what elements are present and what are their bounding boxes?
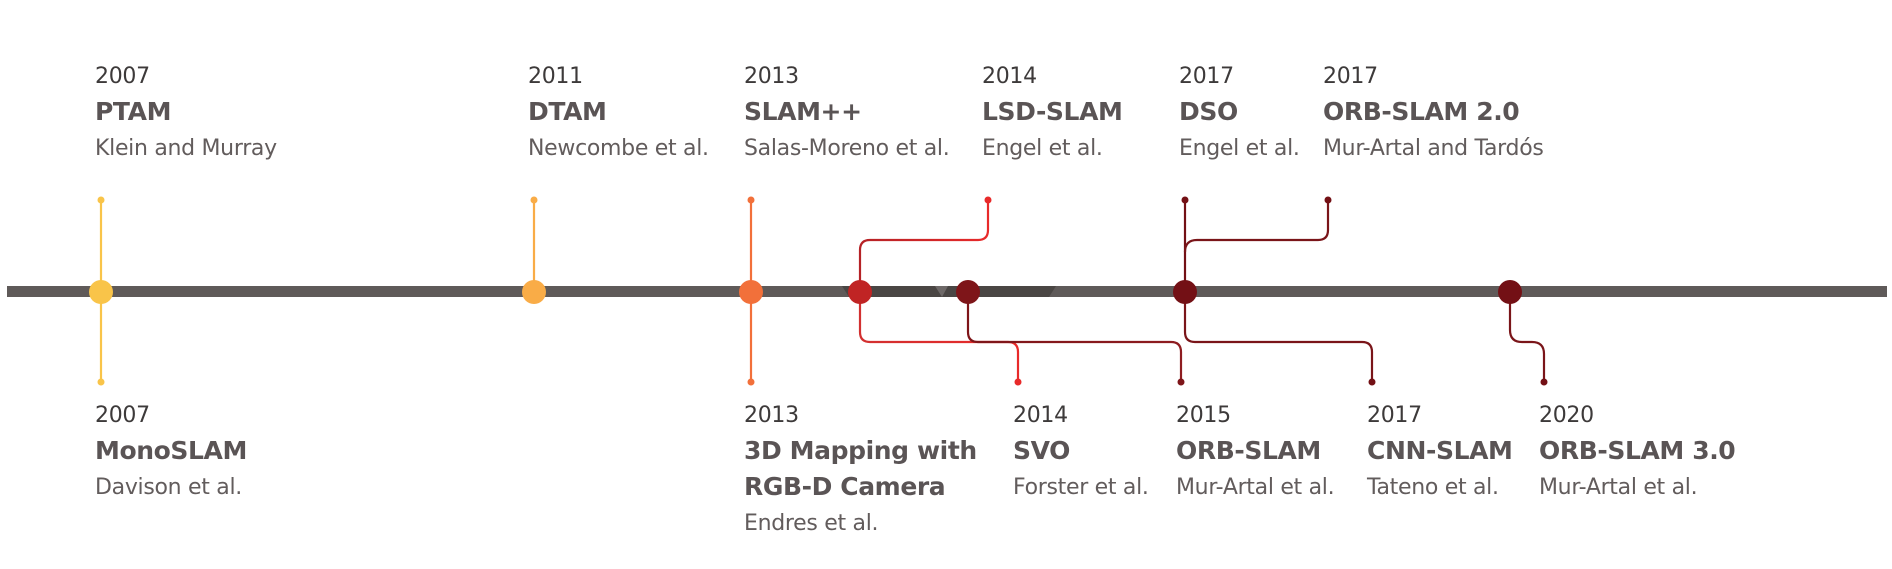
- event-authors: Newcombe et al.: [528, 136, 709, 161]
- connector-orb-slam-3: [1508, 292, 1546, 382]
- event-title: ORB-SLAM 2.0: [1323, 97, 1520, 126]
- event-title: DTAM: [528, 97, 607, 126]
- connector-orb-slam: [966, 292, 1183, 382]
- connector-lsd-slam: [858, 200, 990, 292]
- event-year: 2011: [528, 64, 583, 89]
- event-year: 2014: [982, 64, 1037, 89]
- endpoint-svo: [1014, 378, 1022, 386]
- endpoint-monoslam: [97, 378, 105, 386]
- event-title: SVO: [1013, 436, 1070, 465]
- endpoint-orb-slam-3: [1540, 378, 1548, 386]
- event-ptam: 2007 PTAM Klein and Murray: [95, 64, 277, 164]
- endpoint-ptam: [97, 196, 105, 204]
- event-cnn-slam: 2017 CNN-SLAM Tateno et al.: [1367, 403, 1513, 503]
- event-authors: Mur-Artal et al.: [1176, 475, 1335, 500]
- endpoint-orb-slam-2: [1324, 196, 1332, 204]
- timeline-nodes: [89, 280, 1522, 304]
- event-3d-mapping: 2013 3D Mapping with RGB-D Camera Endres…: [744, 403, 977, 539]
- node-2017: [1173, 280, 1197, 304]
- node-2011: [522, 280, 546, 304]
- event-title: SLAM++: [744, 97, 862, 126]
- node-2013: [739, 280, 763, 304]
- event-title-line1: 3D Mapping with: [744, 436, 977, 465]
- event-authors: Mur-Artal et al.: [1539, 475, 1698, 500]
- connector-cnn-slam: [1183, 292, 1374, 382]
- event-year: 2014: [1013, 403, 1068, 428]
- event-year: 2017: [1179, 64, 1234, 89]
- event-dtam: 2011 DTAM Newcombe et al.: [528, 64, 709, 164]
- event-title-line2: RGB-D Camera: [744, 472, 946, 501]
- event-dso: 2017 DSO Engel et al.: [1179, 64, 1300, 164]
- event-slampp: 2013 SLAM++ Salas-Moreno et al.: [744, 64, 950, 164]
- event-title: CNN-SLAM: [1367, 436, 1513, 465]
- endpoint-dtam: [530, 196, 538, 204]
- connector-orb-slam-2: [1183, 200, 1330, 253]
- endpoint-dso: [1181, 196, 1189, 204]
- event-authors: Tateno et al.: [1367, 475, 1499, 500]
- event-authors: Mur-Artal and Tardós: [1323, 136, 1544, 161]
- event-title: DSO: [1179, 97, 1238, 126]
- timeline-axis: [7, 286, 1887, 297]
- event-authors: Endres et al.: [744, 511, 879, 536]
- event-authors: Klein and Murray: [95, 136, 277, 161]
- endpoint-3dmapping: [747, 378, 755, 386]
- event-title: PTAM: [95, 97, 172, 126]
- event-title: MonoSLAM: [95, 436, 247, 465]
- endpoint-orb-slam: [1177, 378, 1185, 386]
- event-authors: Davison et al.: [95, 475, 242, 500]
- node-2020: [1498, 280, 1522, 304]
- node-2007: [89, 280, 113, 304]
- node-2014: [848, 280, 872, 304]
- event-svo: 2014 SVO Forster et al.: [1013, 403, 1149, 503]
- event-authors: Forster et al.: [1013, 475, 1149, 500]
- event-year: 2013: [744, 64, 799, 89]
- endpoint-cnn-slam: [1368, 378, 1376, 386]
- event-year: 2013: [744, 403, 799, 428]
- event-lsd-slam: 2014 LSD-SLAM Engel et al.: [982, 64, 1123, 164]
- event-title: ORB-SLAM: [1176, 436, 1321, 465]
- event-orb-slam: 2015 ORB-SLAM Mur-Artal et al.: [1176, 403, 1335, 503]
- event-year: 2007: [95, 64, 150, 89]
- event-authors: Engel et al.: [982, 136, 1103, 161]
- event-year: 2007: [95, 403, 150, 428]
- event-year: 2020: [1539, 403, 1594, 428]
- event-title: 3D Mapping with RGB-D Camera: [744, 433, 977, 505]
- endpoint-slampp: [747, 196, 755, 204]
- node-2015: [956, 280, 980, 304]
- event-title: LSD-SLAM: [982, 97, 1123, 126]
- event-year: 2015: [1176, 403, 1231, 428]
- event-title: ORB-SLAM 3.0: [1539, 436, 1736, 465]
- event-orb-slam-3: 2020 ORB-SLAM 3.0 Mur-Artal et al.: [1539, 403, 1736, 503]
- event-year: 2017: [1323, 64, 1378, 89]
- event-authors: Salas-Moreno et al.: [744, 136, 950, 161]
- connector-svo: [858, 292, 1020, 382]
- endpoint-lsd-slam: [984, 196, 992, 204]
- event-year: 2017: [1367, 403, 1422, 428]
- event-authors: Engel et al.: [1179, 136, 1300, 161]
- event-monoslam: 2007 MonoSLAM Davison et al.: [95, 403, 247, 503]
- event-orb-slam-2: 2017 ORB-SLAM 2.0 Mur-Artal and Tardós: [1323, 64, 1544, 164]
